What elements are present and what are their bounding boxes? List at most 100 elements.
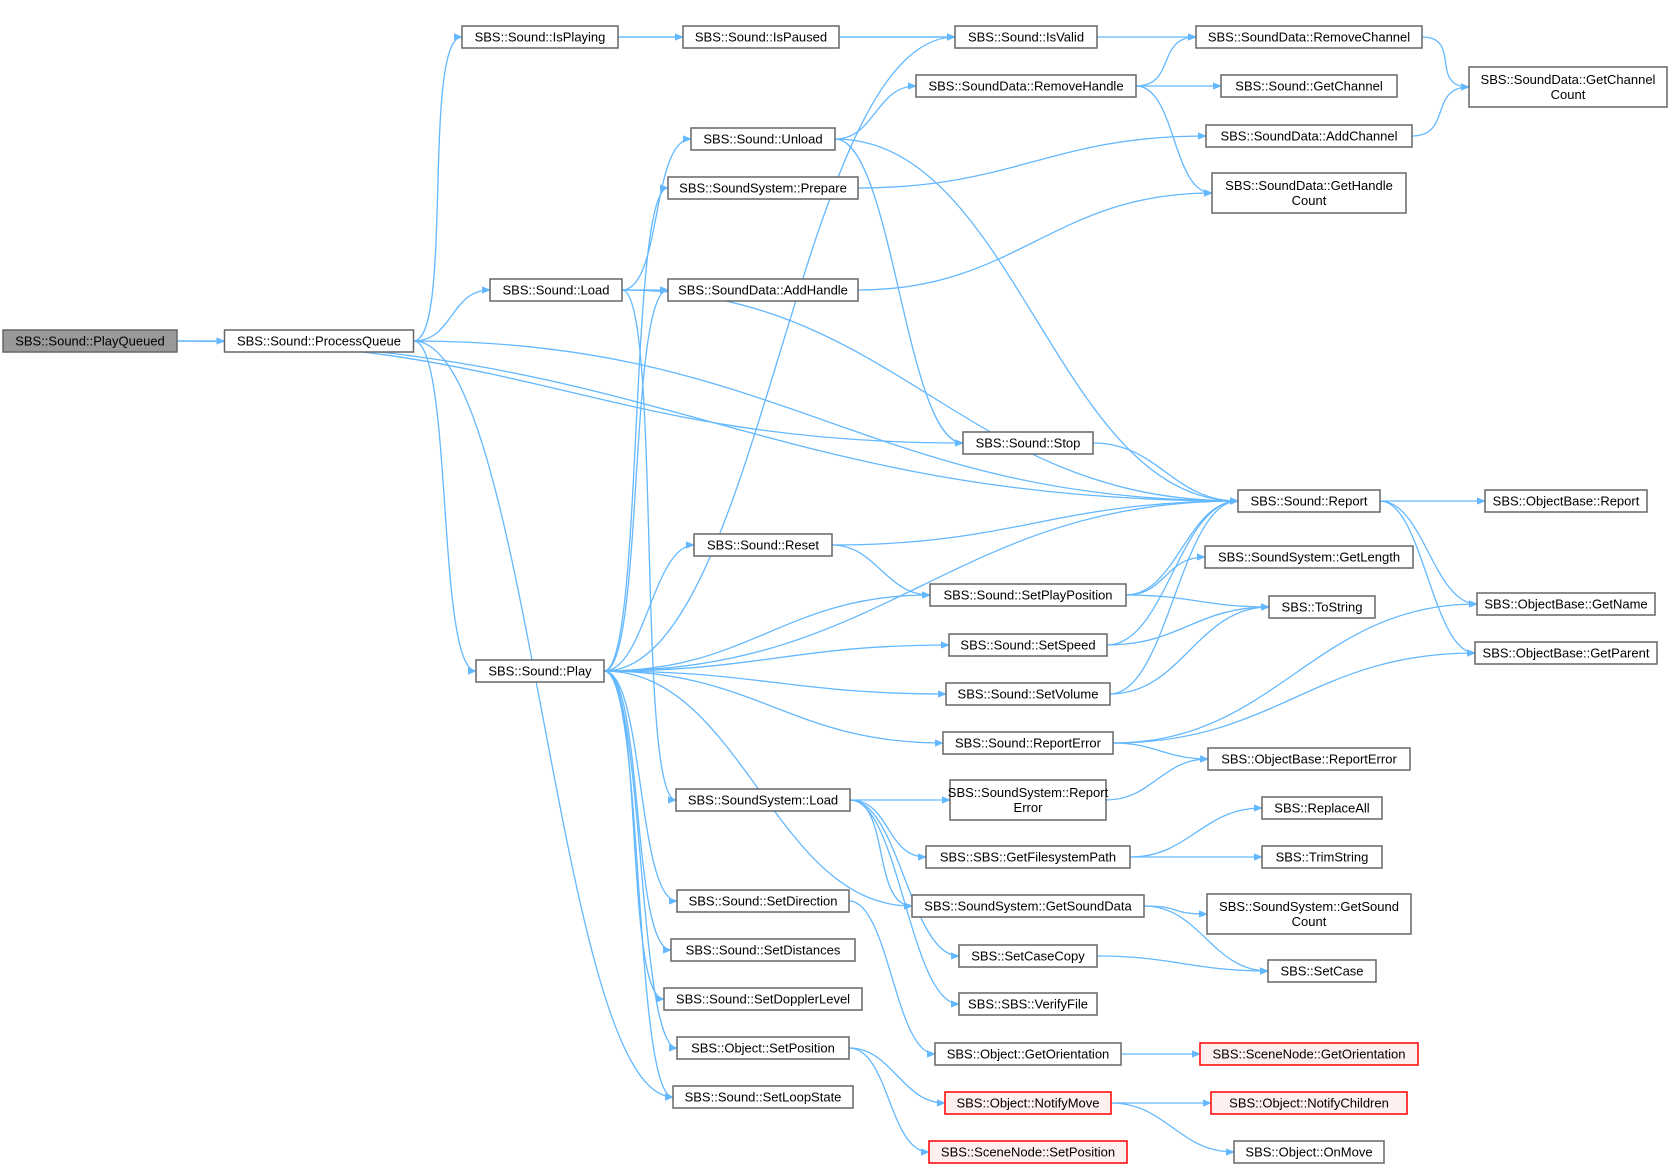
edge-stop-to-report (1092, 442, 1239, 505)
node-getorientation[interactable]: SBS::Object::GetOrientation (934, 1042, 1122, 1066)
node-getlength[interactable]: SBS::SoundSystem::GetLength (1204, 545, 1414, 569)
node-box-play (475, 659, 605, 683)
node-notifychildren[interactable]: SBS::Object::NotifyChildren (1210, 1091, 1408, 1115)
edge-setvolume-to-report (1109, 497, 1239, 695)
node-box-getparent (1474, 641, 1658, 665)
edge-removehandle-to-removechannel (1135, 33, 1197, 87)
node-sysload[interactable]: SBS::SoundSystem::Load (675, 788, 851, 812)
node-removehandle[interactable]: SBS::SoundData::RemoveHandle (915, 74, 1137, 98)
node-setvolume[interactable]: SBS::Sound::SetVolume (945, 682, 1111, 706)
edge-report-to-getname (1379, 500, 1478, 608)
node-setcasecopy[interactable]: SBS::SetCaseCopy (958, 944, 1098, 968)
node-isvalid[interactable]: SBS::Sound::IsValid (954, 25, 1098, 49)
node-trimstring[interactable]: SBS::TrimString (1261, 845, 1383, 869)
node-ispaused[interactable]: SBS::Sound::IsPaused (682, 25, 840, 49)
edge-soundload-to-sysload (621, 289, 677, 804)
edge-setdirection-to-getorientation (848, 900, 936, 1058)
edge-unload-to-removehandle (834, 82, 917, 140)
node-getsounddata[interactable]: SBS::SoundSystem::GetSoundData (911, 894, 1145, 918)
node-verifyfile[interactable]: SBS::SBS::VerifyFile (958, 992, 1098, 1016)
edge-setplayposition-to-getlength (1125, 553, 1206, 596)
node-label-removehandle: SBS::SoundData::RemoveHandle (928, 79, 1123, 94)
node-scenesetposition[interactable]: SBS::SceneNode::SetPosition (928, 1140, 1128, 1164)
node-setdopplerlevel[interactable]: SBS::Sound::SetDopplerLevel (663, 987, 863, 1011)
node-label-ispaused: SBS::Sound::IsPaused (695, 30, 827, 45)
node-box-prepare (667, 176, 859, 200)
node-obreport[interactable]: SBS::ObjectBase::Report (1484, 489, 1648, 513)
node-getname[interactable]: SBS::ObjectBase::GetName (1476, 592, 1656, 616)
node-label-replaceall: SBS::ReplaceAll (1274, 801, 1369, 816)
edge-play-to-setvolume (603, 670, 947, 698)
node-label-playqueued: SBS::Sound::PlayQueued (15, 334, 165, 349)
node-label-unload: SBS::Sound::Unload (703, 132, 822, 147)
node-box-gethandlecount (1211, 172, 1407, 214)
node-removechannel[interactable]: SBS::SoundData::RemoveChannel (1195, 25, 1423, 49)
node-addchannel[interactable]: SBS::SoundData::AddChannel (1205, 124, 1413, 148)
edges-layer (176, 33, 1486, 1156)
node-label-setdirection: SBS::Sound::SetDirection (689, 894, 838, 909)
node-getfilesystempath[interactable]: SBS::SBS::GetFilesystemPath (925, 845, 1131, 869)
node-box-unload (690, 127, 836, 151)
node-box-getsounddata (911, 894, 1145, 918)
node-getchannel[interactable]: SBS::Sound::GetChannel (1220, 74, 1398, 98)
node-box-tostring (1268, 595, 1376, 619)
node-box-objsetposition (676, 1036, 850, 1060)
node-setspeed[interactable]: SBS::Sound::SetSpeed (948, 633, 1108, 657)
node-label-processqueue: SBS::Sound::ProcessQueue (237, 334, 401, 349)
node-reset[interactable]: SBS::Sound::Reset (693, 533, 833, 557)
edge-sysload-to-getsounddata (849, 799, 913, 910)
node-stop[interactable]: SBS::Sound::Stop (962, 431, 1094, 455)
node-reporterror[interactable]: SBS::Sound::ReportError (942, 731, 1114, 755)
node-setcase[interactable]: SBS::SetCase (1267, 959, 1377, 983)
node-isplaying[interactable]: SBS::Sound::IsPlaying (461, 25, 619, 49)
node-label-getsoundcount: SBS::SoundSystem::GetSound (1219, 899, 1399, 914)
node-box-notifymove (944, 1091, 1112, 1115)
node-setdirection[interactable]: SBS::Sound::SetDirection (676, 889, 850, 913)
node-box-addchannel (1205, 124, 1413, 148)
node-processqueue[interactable]: SBS::Sound::ProcessQueue (223, 329, 415, 353)
node-label-scenesetposition: SBS::SceneNode::SetPosition (941, 1145, 1115, 1160)
node-soundload[interactable]: SBS::Sound::Load (489, 278, 623, 302)
node-objsetposition[interactable]: SBS::Object::SetPosition (676, 1036, 850, 1060)
node-report[interactable]: SBS::Sound::Report (1237, 489, 1381, 513)
node-label-sysreporterror: SBS::SoundSystem::Report (948, 785, 1109, 800)
node-scenegetorientation[interactable]: SBS::SceneNode::GetOrientation (1199, 1042, 1419, 1066)
edge-play-to-setloopstate (603, 670, 674, 1101)
node-playqueued[interactable]: SBS::Sound::PlayQueued (2, 329, 178, 353)
node-replaceall[interactable]: SBS::ReplaceAll (1261, 796, 1383, 820)
node-prepare[interactable]: SBS::SoundSystem::Prepare (667, 176, 859, 200)
node-box-processqueue (223, 329, 415, 353)
node-box-obreport (1484, 489, 1648, 513)
node-tostring[interactable]: SBS::ToString (1268, 595, 1376, 619)
node-box-scenegetorientation (1199, 1042, 1419, 1066)
edge-soundload-to-unload (621, 135, 692, 291)
node-label-getorientation: SBS::Object::GetOrientation (947, 1047, 1110, 1062)
node-play[interactable]: SBS::Sound::Play (475, 659, 605, 683)
node-unload[interactable]: SBS::Sound::Unload (690, 127, 836, 151)
node-box-verifyfile (958, 992, 1098, 1016)
edge-sysreporterror-to-obreporterror (1105, 755, 1209, 801)
node-label-reset: SBS::Sound::Reset (707, 538, 819, 553)
node-addhandle[interactable]: SBS::SoundData::AddHandle (667, 278, 859, 302)
node-sysreporterror[interactable]: SBS::SoundSystem::ReportError (948, 779, 1109, 821)
node-box-onmove (1233, 1140, 1385, 1164)
node-setdistances[interactable]: SBS::Sound::SetDistances (670, 938, 856, 962)
node-obreporterror[interactable]: SBS::ObjectBase::ReportError (1207, 747, 1411, 771)
node-label-reporterror: SBS::Sound::ReportError (955, 736, 1102, 751)
node-box-addhandle (667, 278, 859, 302)
node-setplayposition[interactable]: SBS::Sound::SetPlayPosition (929, 583, 1127, 607)
node-box-soundload (489, 278, 623, 302)
edge-setplayposition-to-tostring (1125, 594, 1270, 611)
node-notifymove[interactable]: SBS::Object::NotifyMove (944, 1091, 1112, 1115)
edge-processqueue-to-play (413, 340, 477, 675)
node-label-getname: SBS::ObjectBase::GetName (1484, 597, 1647, 612)
node-setloopstate[interactable]: SBS::Sound::SetLoopState (672, 1085, 854, 1109)
node-getparent[interactable]: SBS::ObjectBase::GetParent (1474, 641, 1658, 665)
node-label-getsounddata: SBS::SoundSystem::GetSoundData (924, 899, 1132, 914)
edge-unload-to-report (834, 138, 1239, 505)
node-label-objsetposition: SBS::Object::SetPosition (691, 1041, 835, 1056)
node-onmove[interactable]: SBS::Object::OnMove (1233, 1140, 1385, 1164)
